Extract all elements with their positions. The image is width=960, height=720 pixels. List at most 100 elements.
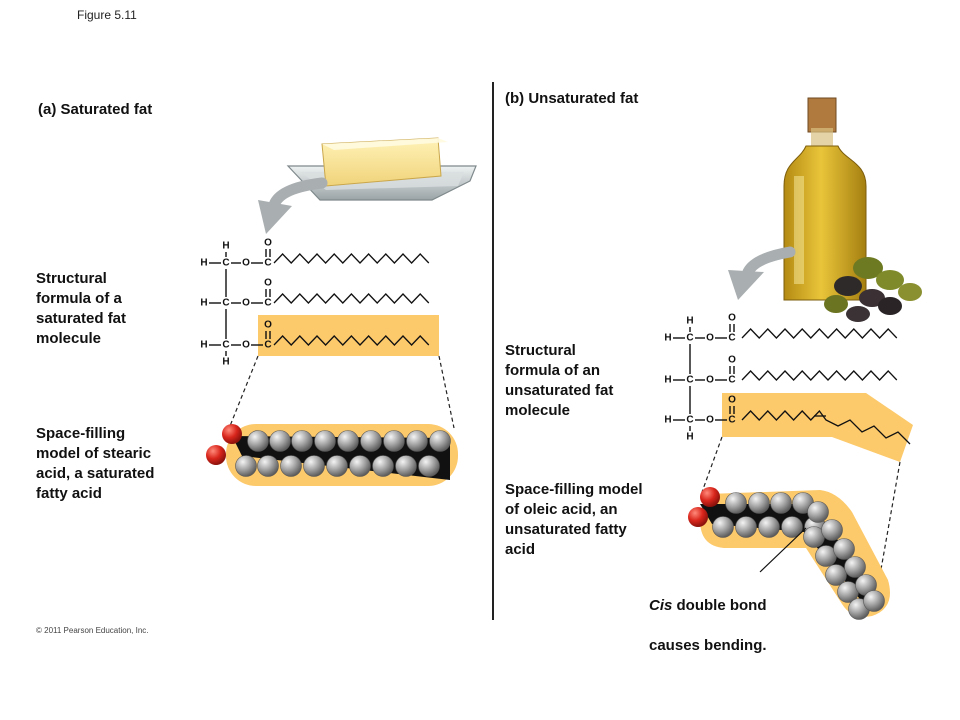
cis-bond-pointer bbox=[759, 527, 807, 573]
carbon-sphere bbox=[247, 430, 269, 452]
carbon-sphere bbox=[833, 538, 855, 560]
carbon-sphere bbox=[291, 430, 313, 452]
carbon-sphere bbox=[326, 455, 348, 477]
stearic-acid-space-filling-model bbox=[206, 424, 458, 486]
carbon-sphere bbox=[235, 455, 257, 477]
carbon-sphere bbox=[280, 455, 302, 477]
atom-o: O bbox=[242, 298, 250, 309]
atom-h: H bbox=[686, 316, 693, 327]
fatty-acid-chain bbox=[741, 328, 898, 339]
carbon-sphere bbox=[712, 516, 734, 538]
atom-h: H bbox=[222, 241, 229, 252]
atom-o: O bbox=[242, 258, 250, 269]
atom-o: O bbox=[242, 340, 250, 351]
olive-oil-bottle-image bbox=[783, 97, 867, 301]
unsaturated-fatty-acid-highlight bbox=[722, 393, 913, 462]
atom-h: H bbox=[200, 340, 207, 351]
curved-arrow-icon bbox=[728, 246, 796, 300]
carbon-sphere bbox=[748, 492, 770, 514]
carbon-sphere bbox=[758, 516, 780, 538]
fatty-acid-chain bbox=[273, 253, 430, 264]
carbon-sphere bbox=[406, 430, 428, 452]
curved-arrow-icon bbox=[258, 177, 328, 234]
carbon-sphere bbox=[735, 516, 757, 538]
cis-bond-caption: Cis double bond causes bending. bbox=[649, 576, 767, 676]
copyright: © 2011 Pearson Education, Inc. bbox=[36, 626, 149, 635]
atom-c: C bbox=[222, 258, 229, 269]
atom-c: C bbox=[686, 333, 693, 344]
atom-o: O bbox=[706, 375, 714, 386]
olives-image bbox=[824, 257, 922, 322]
panel-b-title: (b) Unsaturated fat bbox=[505, 90, 639, 107]
saturated-spacefill-caption: Space-filling model of stearic acid, a s… bbox=[36, 425, 155, 502]
atom-o: O bbox=[706, 415, 714, 426]
carbon-sphere bbox=[395, 455, 417, 477]
atom-o: O bbox=[728, 355, 736, 366]
atom-h: H bbox=[664, 333, 671, 344]
butter-dish-image bbox=[286, 137, 477, 201]
atom-h: H bbox=[200, 298, 207, 309]
atom-o: O bbox=[264, 278, 272, 289]
panel-divider bbox=[492, 82, 494, 620]
carbon-sphere bbox=[825, 564, 847, 586]
carbon-sphere bbox=[269, 430, 291, 452]
cis-line2: causes bending. bbox=[649, 637, 767, 654]
oxygen-sphere bbox=[688, 507, 708, 527]
carbon-sphere bbox=[383, 430, 405, 452]
fatty-acid-chain bbox=[741, 370, 898, 381]
unsaturated-structural-caption: Structural formula of an unsaturated fat… bbox=[505, 342, 614, 419]
atom-o: O bbox=[706, 333, 714, 344]
atom-c: C bbox=[264, 298, 271, 309]
atom-c: C bbox=[222, 298, 229, 309]
saturated-hydrocarbon-chains bbox=[273, 253, 430, 346]
carbon-sphere bbox=[821, 519, 843, 541]
atom-c: C bbox=[686, 415, 693, 426]
carbon-sphere bbox=[429, 430, 451, 452]
carbon-sphere bbox=[844, 556, 866, 578]
atom-o: O bbox=[264, 320, 272, 331]
atom-o: O bbox=[728, 395, 736, 406]
saturated-structural-caption: Structural formula of a saturated fat mo… bbox=[36, 270, 127, 347]
atom-h: H bbox=[222, 357, 229, 368]
saturated-fatty-acid-highlight bbox=[258, 315, 439, 356]
atom-c: C bbox=[264, 258, 271, 269]
carbon-sphere bbox=[372, 455, 394, 477]
atom-o: O bbox=[264, 238, 272, 249]
atom-c: C bbox=[728, 415, 735, 426]
carbon-sphere bbox=[303, 455, 325, 477]
atom-h: H bbox=[200, 258, 207, 269]
unsaturated-hydrocarbon-chains bbox=[741, 328, 911, 445]
carbon-sphere bbox=[863, 590, 885, 612]
carbon-sphere bbox=[781, 516, 803, 538]
atom-c: C bbox=[686, 375, 693, 386]
carbon-sphere bbox=[360, 430, 382, 452]
atom-c: C bbox=[264, 340, 271, 351]
figure-label: Figure 5.11 bbox=[77, 8, 137, 22]
cis-word: Cis bbox=[649, 597, 673, 614]
oxygen-sphere bbox=[700, 487, 720, 507]
oxygen-sphere bbox=[222, 424, 242, 444]
carbon-sphere bbox=[337, 430, 359, 452]
cis-rest: double bond bbox=[672, 597, 767, 614]
panel-a-title: (a) Saturated fat bbox=[38, 101, 153, 118]
unsaturated-spacefill-caption: Space-filling model of oleic acid, an un… bbox=[505, 481, 643, 558]
carbon-sphere bbox=[725, 492, 747, 514]
atom-h: H bbox=[686, 432, 693, 443]
fatty-acid-chain bbox=[273, 335, 430, 346]
carbon-sphere bbox=[770, 492, 792, 514]
fatty-acid-chain bbox=[273, 293, 430, 304]
oxygen-sphere bbox=[206, 445, 226, 465]
zoom-connector-lines bbox=[229, 355, 901, 576]
atom-c: C bbox=[728, 333, 735, 344]
carbon-sphere bbox=[349, 455, 371, 477]
atom-o: O bbox=[728, 313, 736, 324]
atom-h: H bbox=[664, 375, 671, 386]
carbon-sphere bbox=[314, 430, 336, 452]
oleic-acid-space-filling-model bbox=[688, 487, 890, 620]
carbon-sphere bbox=[418, 455, 440, 477]
carbon-sphere bbox=[807, 501, 829, 523]
atom-c: C bbox=[222, 340, 229, 351]
